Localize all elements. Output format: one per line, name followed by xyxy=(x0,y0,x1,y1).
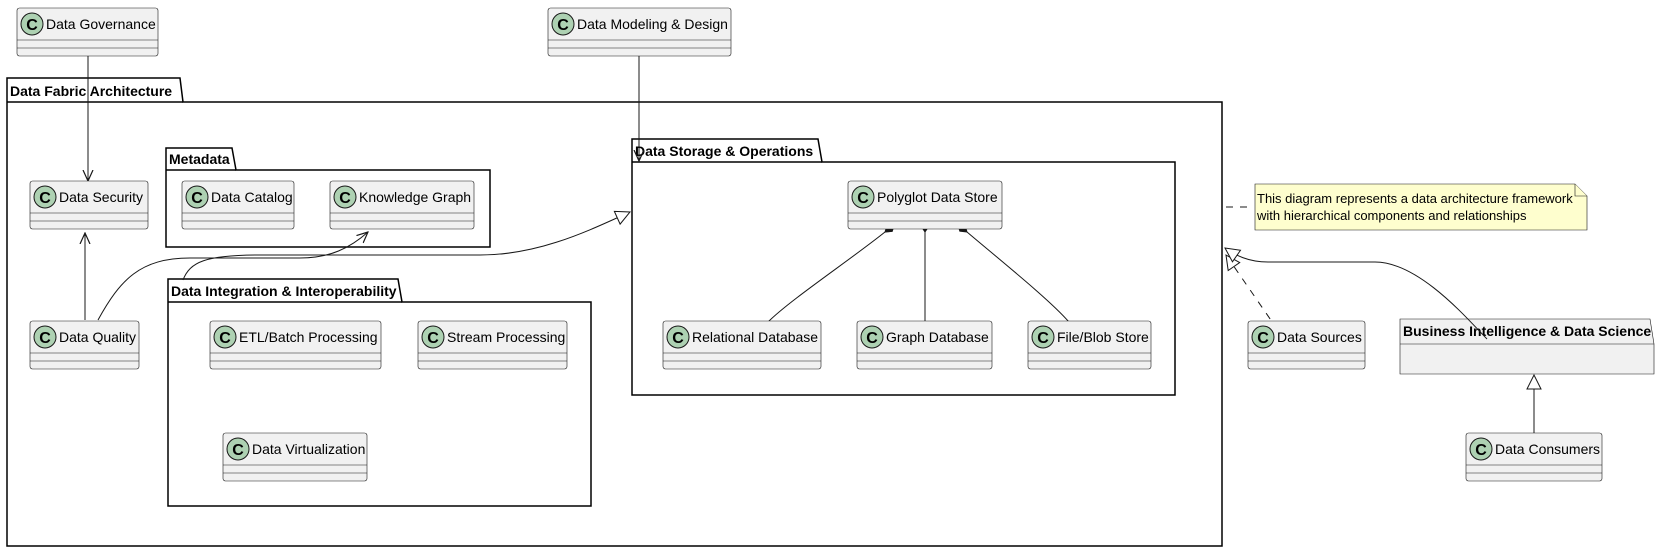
class-stereotype-letter: C xyxy=(672,330,684,347)
class-box xyxy=(181,180,295,230)
class-stereotype-icon xyxy=(1251,325,1275,349)
class-stereotype-letter: C xyxy=(26,17,38,34)
class-box xyxy=(329,180,475,230)
class-label: Data Security xyxy=(59,189,143,205)
package-metadata: Metadata xyxy=(165,147,491,248)
class-data-security: C Data Security xyxy=(29,180,149,230)
class-stereotype-icon xyxy=(551,12,575,36)
class-label: Data Sources xyxy=(1277,329,1362,345)
class-stereotype-letter: C xyxy=(39,330,51,347)
package-title-metadata: Metadata xyxy=(169,151,230,167)
edges xyxy=(85,54,1534,433)
class-label: Data Consumers xyxy=(1495,441,1600,457)
class-stereotype-icon xyxy=(213,325,237,349)
edge-quality-to-knowledge-graph xyxy=(97,232,368,321)
class-data-consumers: C Data Consumers xyxy=(1465,432,1603,482)
edge-polyglot-relational xyxy=(767,223,896,323)
edge-integration-to-storage xyxy=(182,212,630,281)
class-stereotype-letter: C xyxy=(557,17,569,34)
class-data-modeling-design: C Data Modeling & Design xyxy=(547,7,732,57)
package-title-storage: Data Storage & Operations xyxy=(635,143,813,159)
class-box xyxy=(222,432,368,482)
class-label: Data Catalog xyxy=(211,189,293,205)
class-stereotype-icon xyxy=(421,325,445,349)
package-data-integration-interoperability: Data Integration & Interoperability xyxy=(167,278,592,507)
class-stereotype-icon xyxy=(20,12,44,36)
class-stereotype-icon xyxy=(226,437,250,461)
class-box xyxy=(16,7,159,57)
class-stereotype-letter: C xyxy=(1257,330,1269,347)
class-stereotype-letter: C xyxy=(219,330,231,347)
package-title-fabric: Data Fabric Architecture xyxy=(10,83,172,99)
class-box xyxy=(547,7,732,57)
class-stereotype-icon xyxy=(33,185,57,209)
class-stereotype-icon xyxy=(666,325,690,349)
class-label: File/Blob Store xyxy=(1057,329,1149,345)
class-stereotype-letter: C xyxy=(427,330,439,347)
class-label: Knowledge Graph xyxy=(359,189,471,205)
class-label: Polyglot Data Store xyxy=(877,189,998,205)
class-file-blob-store: C File/Blob Store xyxy=(1027,320,1152,370)
class-stereotype-letter: C xyxy=(39,190,51,207)
class-relational-database: C Relational Database xyxy=(662,320,822,370)
class-box xyxy=(29,180,149,230)
note-line-2: with hierarchical components and relatio… xyxy=(1256,208,1527,223)
class-data-catalog: C Data Catalog xyxy=(181,180,295,230)
class-stereotype-icon xyxy=(33,325,57,349)
package-data-fabric-architecture: Data Fabric Architecture xyxy=(6,77,1223,547)
class-box xyxy=(29,320,140,370)
class-stereotype-letter: C xyxy=(866,330,878,347)
package-business-intelligence-data-science: Business Intelligence & Data Science xyxy=(1399,318,1655,375)
class-knowledge-graph: C Knowledge Graph xyxy=(329,180,475,230)
class-data-virtualization: C Data Virtualization xyxy=(222,432,368,482)
class-box xyxy=(1247,320,1366,370)
edge-polyglot-blob xyxy=(957,223,1070,323)
class-stereotype-icon xyxy=(1031,325,1055,349)
edge-bi-to-fabric xyxy=(1225,248,1488,340)
class-label: Data Governance xyxy=(46,16,156,32)
class-stereotype-icon xyxy=(185,185,209,209)
class-stereotype-letter: C xyxy=(191,190,203,207)
class-stereotype-letter: C xyxy=(857,190,869,207)
class-graph-database: C Graph Database xyxy=(856,320,993,370)
class-label: ETL/Batch Processing xyxy=(239,329,378,345)
class-stereotype-letter: C xyxy=(1037,330,1049,347)
class-label: Stream Processing xyxy=(447,329,565,345)
class-polyglot-data-store: C Polyglot Data Store xyxy=(847,180,1003,230)
class-label: Data Quality xyxy=(59,329,136,345)
package-title-integration: Data Integration & Interoperability xyxy=(171,283,397,299)
class-stereotype-letter: C xyxy=(232,442,244,459)
package-data-storage-operations: Data Storage & Operations xyxy=(631,138,1176,396)
class-data-governance: C Data Governance xyxy=(16,7,159,57)
class-box xyxy=(856,320,993,370)
class-stereotype-icon xyxy=(851,185,875,209)
class-label: Data Virtualization xyxy=(252,441,365,457)
class-stereotype-icon xyxy=(860,325,884,349)
note-line-1: This diagram represents a data architect… xyxy=(1257,191,1573,206)
class-etl-batch-processing: C ETL/Batch Processing xyxy=(209,320,382,370)
class-box xyxy=(417,320,568,370)
class-stereotype-icon xyxy=(1469,437,1493,461)
class-box xyxy=(1027,320,1152,370)
class-data-quality: C Data Quality xyxy=(29,320,140,370)
class-label: Relational Database xyxy=(692,329,818,345)
class-stereotype-letter: C xyxy=(1475,442,1487,459)
package-title-bi: Business Intelligence & Data Science xyxy=(1403,323,1651,339)
class-box xyxy=(847,180,1003,230)
class-stereotype-letter: C xyxy=(339,190,351,207)
class-box xyxy=(209,320,382,370)
class-box xyxy=(1465,432,1603,482)
diagram-note: This diagram represents a data architect… xyxy=(1254,183,1588,231)
class-stereotype-icon xyxy=(333,185,357,209)
class-data-sources: C Data Sources xyxy=(1247,320,1366,370)
class-stream-processing: C Stream Processing xyxy=(417,320,568,370)
class-box xyxy=(662,320,822,370)
class-label: Graph Database xyxy=(886,329,989,345)
class-label: Data Modeling & Design xyxy=(577,16,728,32)
